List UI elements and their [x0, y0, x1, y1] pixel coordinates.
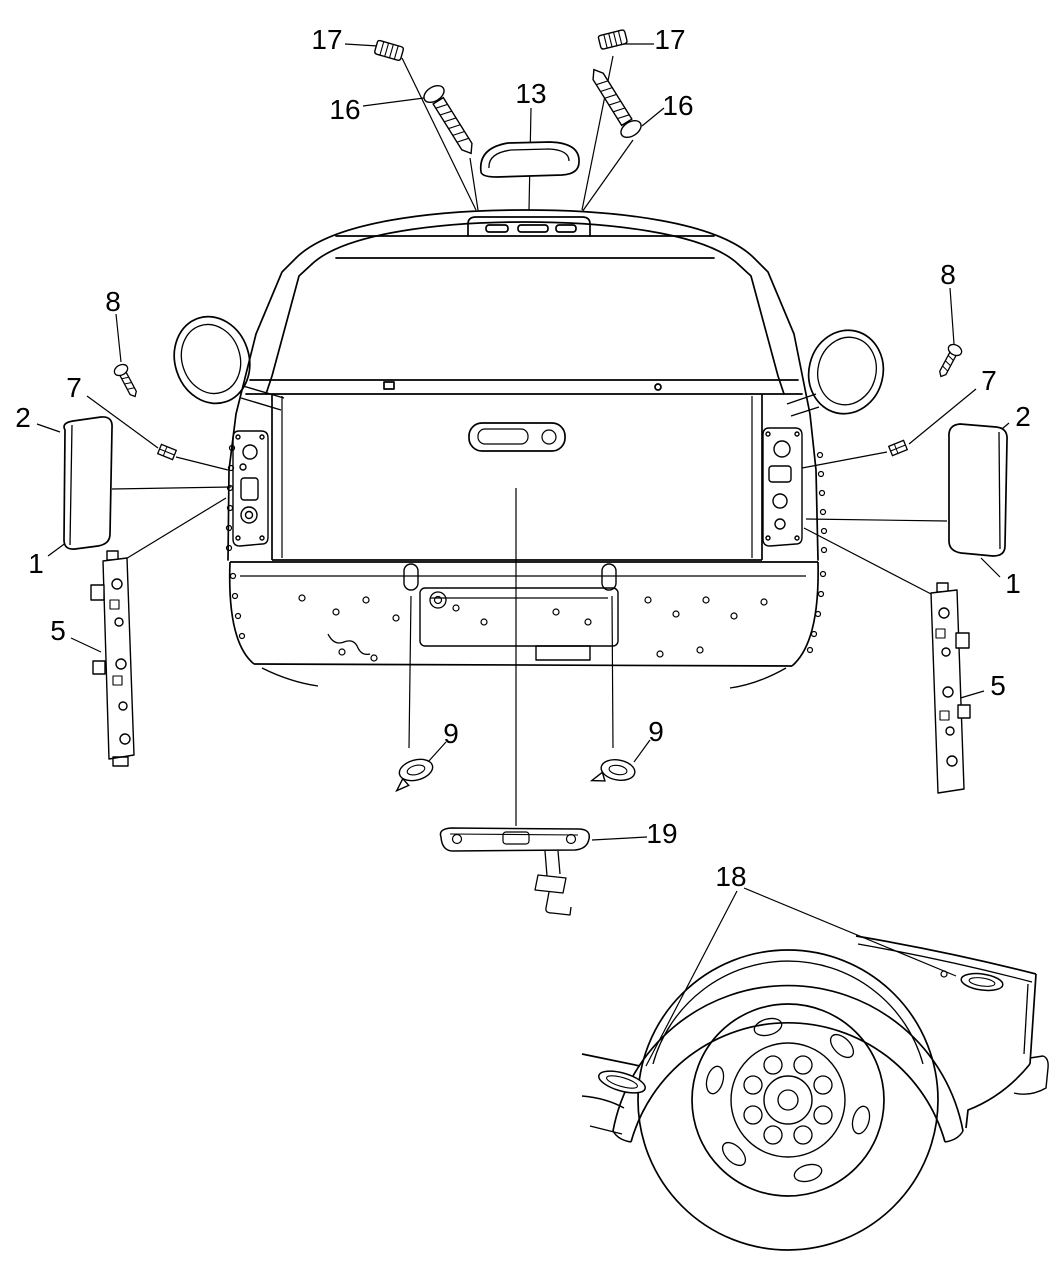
lamp-mount-plate-left — [232, 430, 269, 547]
callout-8-right: 8 — [940, 259, 956, 290]
callout-9-left: 9 — [443, 718, 459, 749]
screw-16-right — [592, 68, 642, 139]
callout-16-left: 16 — [329, 94, 360, 125]
callout-13: 13 — [515, 78, 546, 109]
callout-8-left: 8 — [105, 286, 121, 317]
screw-8-left — [113, 363, 137, 398]
callout-7-right: 7 — [981, 365, 997, 396]
callout-16-right: 16 — [662, 90, 693, 121]
circuit-board-right — [930, 582, 971, 794]
callout-2-right: 2 — [1015, 401, 1031, 432]
callout-17-right: 17 — [654, 24, 685, 55]
side-marker-lamp-front — [598, 1070, 646, 1094]
callout-1-left: 1 — [28, 548, 44, 579]
tail-lamp-lens-right — [948, 423, 1008, 557]
mirror-left — [173, 315, 285, 411]
clip-17-right — [597, 29, 628, 50]
truck-body-outline — [225, 209, 828, 654]
callout-19: 19 — [646, 818, 677, 849]
side-marker-lamp-rear — [960, 972, 1004, 992]
screw-16-left — [423, 84, 473, 155]
clip-9-right — [589, 759, 636, 782]
circuit-board-left — [90, 550, 135, 767]
callout-17-left: 17 — [311, 24, 342, 55]
screw-8-right — [939, 343, 963, 378]
callout-18: 18 — [715, 861, 746, 892]
third-brake-lamp — [479, 141, 580, 178]
callout-9-right: 9 — [648, 716, 664, 747]
callout-5-right: 5 — [990, 670, 1006, 701]
callout-1-right: 1 — [1005, 568, 1021, 599]
mirror-right — [786, 329, 885, 417]
tailgate — [271, 394, 763, 561]
leader-lines — [36, 43, 1010, 1067]
rear-bumper — [228, 561, 819, 689]
nut-7-right — [887, 439, 909, 457]
license-lamp-assembly — [439, 827, 591, 916]
fender-wheel-detail — [581, 935, 1049, 1251]
callout-2-left: 2 — [15, 402, 31, 433]
callout-5-left: 5 — [50, 615, 66, 646]
nut-7-left — [156, 443, 178, 461]
lamp-mount-plate-right — [762, 427, 803, 547]
callout-7-left: 7 — [66, 372, 82, 403]
clip-17-left — [374, 39, 405, 61]
callout-labels: 17 16 13 17 16 8 7 2 1 5 8 7 2 1 5 9 9 1… — [15, 24, 1031, 892]
tail-lamp-lens-left — [63, 416, 113, 550]
clip-9-left — [395, 758, 434, 793]
